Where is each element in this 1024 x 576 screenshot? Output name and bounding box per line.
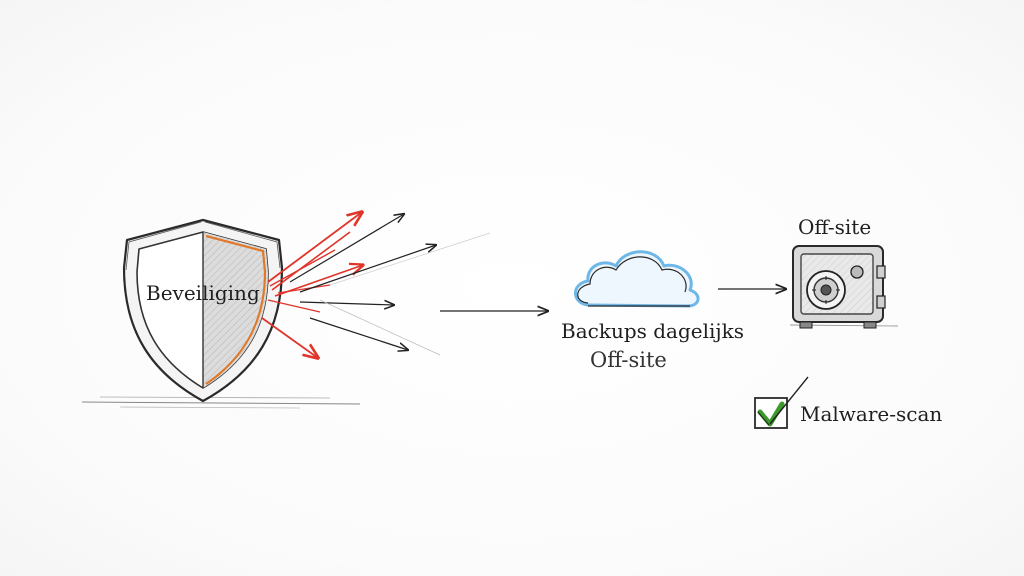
backup-sublabel: Off-site	[590, 348, 667, 372]
safe-icon	[789, 245, 899, 329]
shield-icon	[122, 218, 284, 403]
threat-arrows	[261, 212, 363, 358]
vault-label: Off-site	[798, 215, 872, 239]
deflection-arrows	[289, 214, 491, 356]
malware-scan-label: Malware-scan	[800, 402, 943, 426]
cloud-icon	[574, 250, 700, 308]
shield-label: Beveiliging	[146, 281, 260, 305]
shield-ground-shadow	[81, 396, 361, 409]
backup-label: Backups dagelijks	[561, 319, 744, 343]
checkbox-checked-icon	[754, 376, 809, 429]
